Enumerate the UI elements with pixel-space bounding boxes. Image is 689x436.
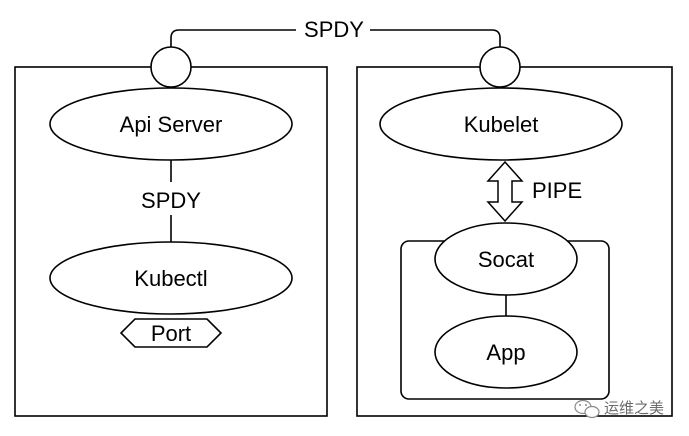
socat-node [434,222,578,296]
kubelet-label: Kubelet [464,112,539,137]
top-spdy-label-bg [296,14,370,44]
socat-label: Socat [478,247,534,272]
left-spdy-label: SPDY [141,188,201,213]
kubelet-node [379,87,623,161]
pipe-double-arrow [486,160,524,223]
kubectl-label: Kubectl [134,266,207,291]
top-spdy-label: SPDY [304,17,364,42]
watermark-text: 运维之美 [604,399,664,417]
left-port-circle [150,46,192,88]
app-label: App [486,340,525,365]
right-port-circle [479,46,521,88]
wechat-icon [574,399,600,419]
port-octagon [119,318,223,348]
api-server-node [49,87,293,161]
port-label: Port [151,321,191,346]
api-server-label: Api Server [120,112,223,137]
pipe-label: PIPE [532,178,582,203]
app-node [434,315,578,389]
kubectl-node [49,241,293,315]
